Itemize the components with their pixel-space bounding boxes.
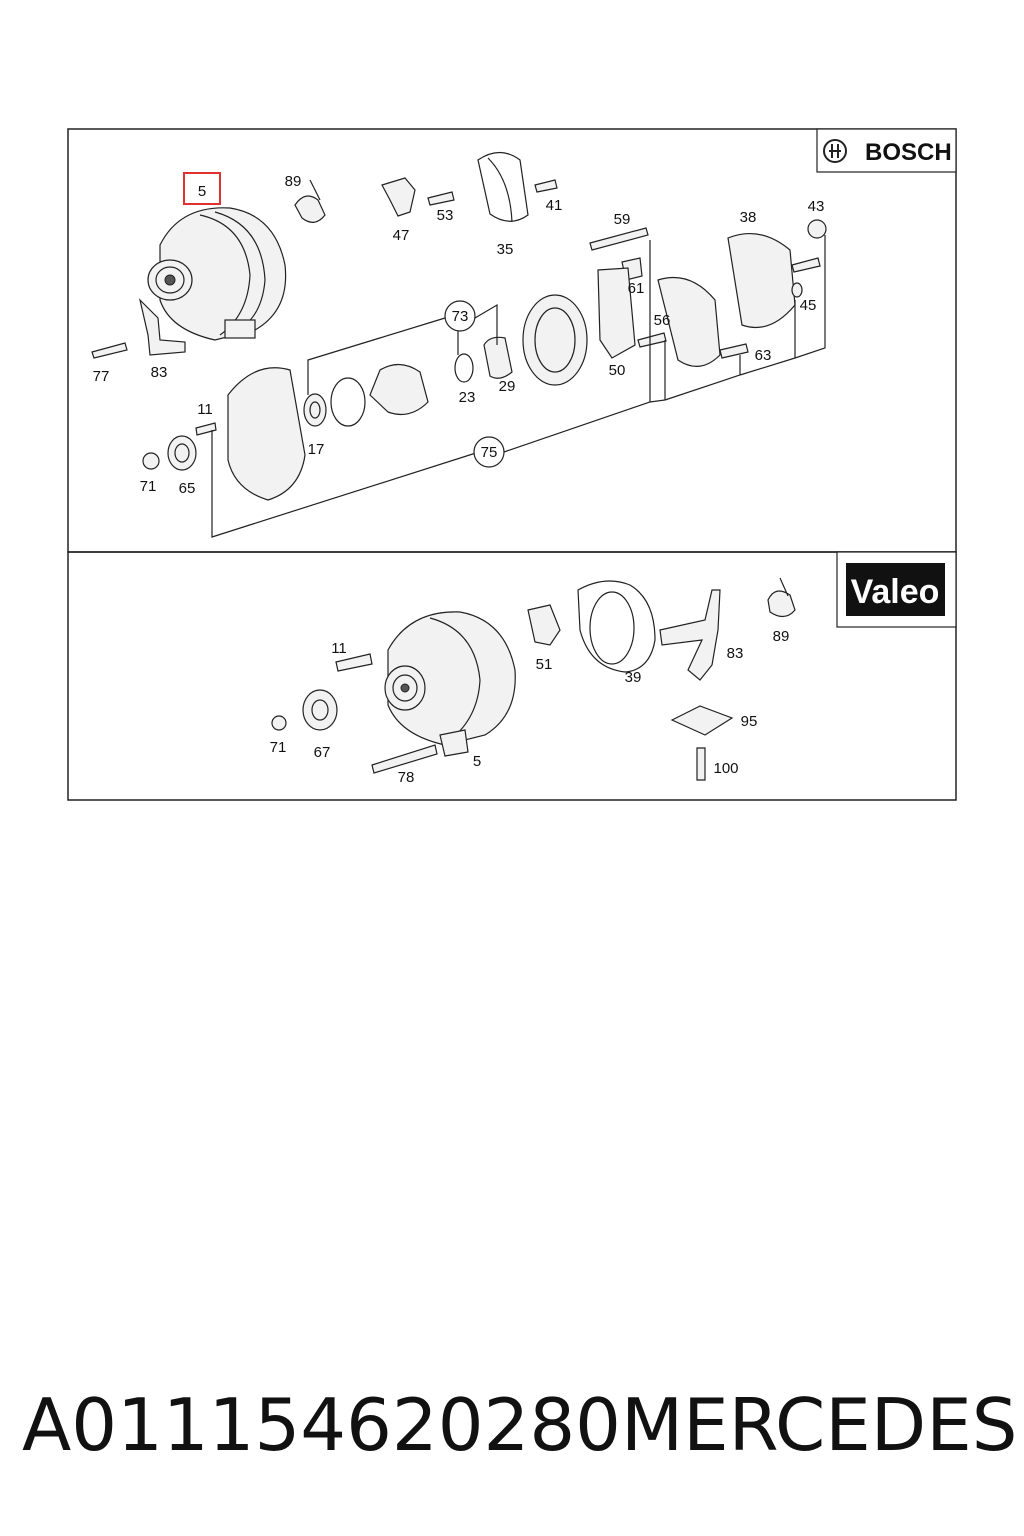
callout-75: 75 — [473, 436, 505, 468]
valeo-logo-text: Valeo — [851, 573, 940, 611]
part-bracket-83 — [138, 298, 186, 356]
callout-73: 73 — [444, 300, 476, 332]
part-nut-71-valeo — [271, 715, 287, 731]
label-83-bosch: 83 — [151, 364, 168, 381]
label-38: 38 — [740, 209, 757, 226]
part-ring-23 — [454, 353, 474, 383]
label-5-valeo: 5 — [473, 753, 481, 770]
part-plug-47 — [381, 177, 416, 217]
label-89-bosch: 89 — [285, 173, 302, 190]
highlight-box — [183, 172, 221, 205]
part-rectifier — [657, 276, 721, 367]
part-screw-45 — [791, 257, 821, 273]
label-50: 50 — [609, 362, 626, 379]
part-bearing-17 — [303, 393, 327, 427]
label-11-bosch: 11 — [197, 401, 213, 418]
label-41: 41 — [546, 197, 563, 214]
part-cover-38 — [727, 232, 796, 329]
label-95: 95 — [741, 713, 758, 730]
part-band-39 — [577, 580, 656, 673]
label-56: 56 — [654, 312, 671, 329]
label-67: 67 — [314, 744, 331, 761]
part-washer-45 — [791, 282, 803, 298]
caption: A011154620280 MERCEDES — [0, 1370, 1024, 1480]
part-screw-56 — [637, 332, 667, 348]
part-screw-63 — [719, 343, 749, 359]
label-43: 43 — [808, 198, 825, 215]
part-clip-95 — [670, 705, 734, 736]
part-screw-77 — [91, 342, 128, 359]
vehicle-make: MERCEDES — [620, 1383, 1018, 1467]
part-plate — [330, 377, 366, 427]
part-screw-11-valeo — [335, 653, 373, 672]
label-35: 35 — [497, 241, 514, 258]
bosch-logo-text: BOSCH — [865, 139, 952, 166]
label-63: 63 — [755, 347, 772, 364]
part-band-39-inner — [589, 591, 635, 665]
part-clamp-89-valeo — [767, 577, 796, 618]
label-83-valeo: 83 — [727, 645, 744, 662]
label-17: 17 — [308, 441, 325, 458]
valeo-panel — [67, 551, 957, 801]
part-regulator-50 — [597, 267, 636, 359]
part-pulley-67-inner — [311, 699, 329, 721]
part-pulley-67 — [302, 689, 338, 731]
label-65: 65 — [179, 480, 196, 497]
part-bearing-29 — [483, 336, 513, 379]
label-100: 100 — [713, 760, 738, 777]
callout-75-text: 75 — [481, 444, 498, 461]
label-47: 47 — [393, 227, 410, 244]
label-53: 53 — [437, 207, 454, 224]
part-stud-100 — [696, 747, 706, 781]
part-bracket-83-valeo — [659, 589, 721, 681]
part-screw-53 — [427, 191, 455, 206]
label-39: 39 — [625, 669, 642, 686]
part-stator-inner — [534, 307, 576, 373]
part-bolt-78 — [371, 744, 438, 774]
part-rotor — [369, 363, 429, 415]
label-71-bosch: 71 — [140, 478, 157, 495]
part-pulley-65-inner — [174, 443, 190, 463]
part-pulley-65 — [167, 435, 197, 471]
label-29: 29 — [499, 378, 516, 395]
part-regulator-51 — [527, 604, 561, 646]
label-89-valeo: 89 — [773, 628, 790, 645]
part-number: A011154620280 — [22, 1383, 621, 1467]
part-bolt-59 — [589, 227, 649, 251]
label-59: 59 — [614, 211, 631, 228]
part-screw-41 — [534, 179, 558, 193]
label-11-valeo: 11 — [331, 640, 347, 657]
part-nut-43 — [807, 219, 827, 239]
part-bearing-17-inner — [309, 401, 321, 419]
valeo-logo: Valeo — [836, 551, 957, 628]
callout-73-text: 73 — [452, 308, 469, 325]
label-45: 45 — [800, 297, 817, 314]
part-band-35 — [477, 151, 529, 223]
label-71-valeo: 71 — [270, 739, 287, 756]
label-77: 77 — [93, 368, 110, 385]
part-clamp-89 — [294, 179, 326, 223]
part-housing-drive-end — [227, 367, 306, 501]
part-alternator-valeo — [384, 611, 516, 757]
part-nut-71 — [142, 452, 160, 470]
part-stator — [522, 294, 588, 386]
bosch-lead-lines — [211, 235, 826, 538]
label-61: 61 — [628, 280, 645, 297]
bosch-logo: BOSCH — [816, 128, 957, 173]
label-51: 51 — [536, 656, 553, 673]
highlight-label: 5 — [198, 183, 206, 200]
label-78: 78 — [398, 769, 415, 786]
part-alternator-bosch — [147, 207, 287, 341]
label-23: 23 — [459, 389, 476, 406]
part-screw-11 — [195, 422, 217, 436]
